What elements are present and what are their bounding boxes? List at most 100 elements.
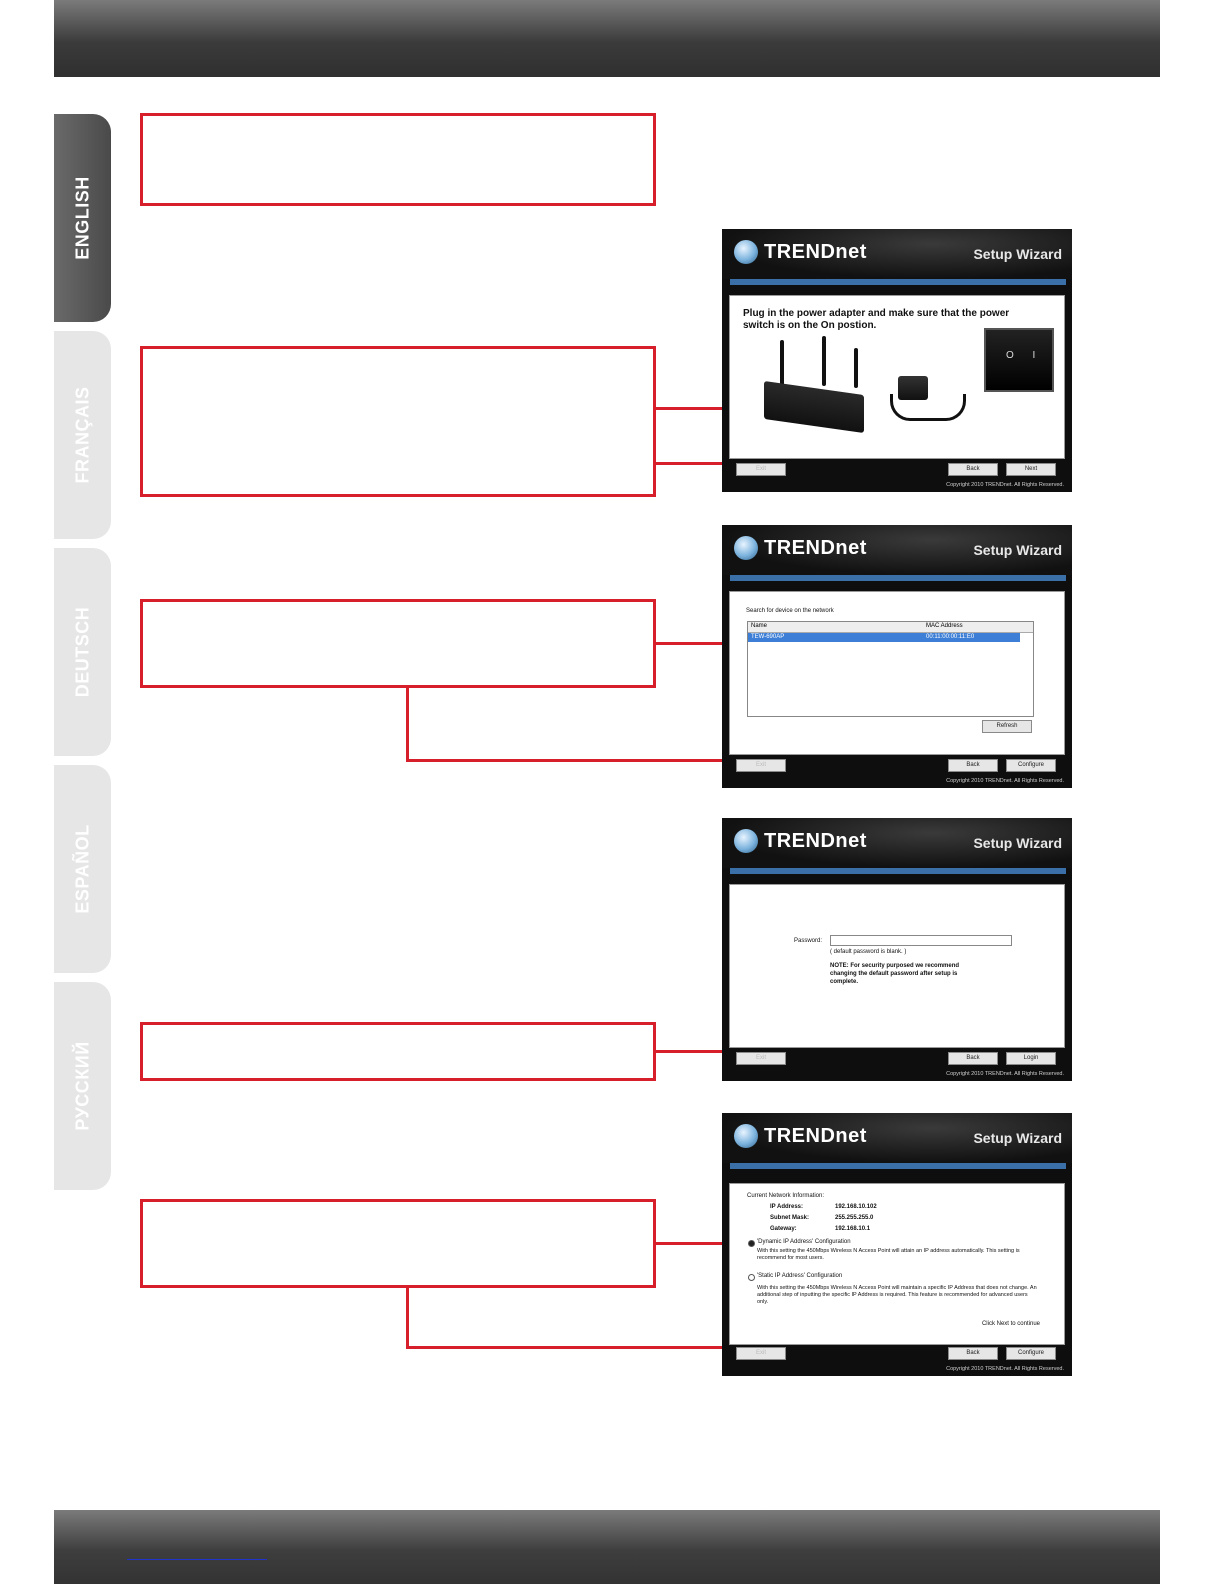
wizard-title: Setup Wizard bbox=[973, 835, 1062, 851]
exit-button[interactable]: Exit bbox=[736, 759, 786, 772]
dynamic-description: With this setting the 450Mbps Wireless N… bbox=[757, 1248, 1020, 1261]
wizard-screenshot-login: TRENDnet Setup Wizard Password: ( defaul… bbox=[722, 818, 1072, 1081]
connector-line bbox=[656, 1242, 736, 1245]
accent-strip bbox=[730, 1163, 1066, 1169]
callout-box-5 bbox=[140, 1199, 656, 1288]
back-button[interactable]: Back bbox=[948, 759, 998, 772]
wizard-panel: Current Network Information: IP Address:… bbox=[729, 1183, 1065, 1345]
wizard-header bbox=[722, 229, 1072, 279]
copyright-text: Copyright 2010 TRENDnet. All Rights Rese… bbox=[946, 778, 1064, 784]
connector-line bbox=[406, 1346, 1000, 1349]
configure-button[interactable]: Configure bbox=[1006, 1347, 1056, 1360]
router-antenna bbox=[854, 348, 858, 388]
password-input[interactable] bbox=[830, 935, 1012, 946]
callout-box-1 bbox=[140, 113, 656, 206]
refresh-button[interactable]: Refresh bbox=[982, 720, 1032, 733]
callout-box-3 bbox=[140, 599, 656, 688]
wizard-screenshot-power: TRENDnet Setup Wizard Plug in the power … bbox=[722, 229, 1072, 492]
copyright-text: Copyright 2010 TRENDnet. All Rights Rese… bbox=[946, 1366, 1064, 1372]
wizard-panel: Plug in the power adapter and make sure … bbox=[729, 295, 1065, 459]
wizard-title: Setup Wizard bbox=[973, 246, 1062, 262]
table-row[interactable]: TEW-690AP 00:11:00:00:11:E0 bbox=[748, 633, 1020, 642]
column-header-name: Name bbox=[751, 623, 768, 629]
device-list: Name MAC Address TEW-690AP 00:11:00:00:1… bbox=[747, 621, 1034, 717]
exit-button[interactable]: Exit bbox=[736, 1347, 786, 1360]
gateway-value: 192.168.10.1 bbox=[835, 1226, 871, 1232]
callout-box-2 bbox=[140, 346, 656, 497]
security-note: NOTE: For security purposed we recommend… bbox=[830, 963, 960, 985]
tab-english[interactable]: ENGLISH bbox=[54, 114, 111, 322]
trendnet-logo-icon bbox=[734, 829, 758, 853]
tab-label: DEUTSCH bbox=[72, 606, 92, 698]
connector-line bbox=[406, 759, 1000, 762]
router-antenna bbox=[822, 336, 826, 386]
back-button[interactable]: Back bbox=[948, 1052, 998, 1065]
footer-bar bbox=[54, 1510, 1160, 1584]
search-label: Search for device on the network bbox=[746, 608, 834, 614]
router-antenna bbox=[780, 340, 784, 386]
brand-logo: TRENDnet bbox=[764, 537, 867, 559]
tab-francais[interactable]: FRANÇAIS bbox=[54, 331, 111, 539]
trendnet-logo-icon bbox=[734, 1124, 758, 1148]
exit-button[interactable]: Exit bbox=[736, 463, 786, 476]
static-description: With this setting the 450Mbps Wireless N… bbox=[757, 1285, 1037, 1305]
wizard-title: Setup Wizard bbox=[973, 542, 1062, 558]
back-button[interactable]: Back bbox=[948, 463, 998, 476]
wizard-title: Setup Wizard bbox=[973, 1130, 1062, 1146]
trendnet-logo-icon bbox=[734, 536, 758, 560]
footer-link[interactable] bbox=[127, 1559, 267, 1560]
header-bar bbox=[54, 0, 1160, 77]
wizard-panel: Search for device on the network Name MA… bbox=[729, 591, 1065, 755]
static-label: 'Static IP Address' Configuration bbox=[757, 1273, 843, 1279]
switch-label: O I bbox=[1006, 350, 1044, 361]
brand-logo: TRENDnet bbox=[764, 830, 867, 852]
configure-button[interactable]: Configure bbox=[1006, 759, 1056, 772]
power-cable-image bbox=[890, 394, 966, 421]
power-switch-image: O I bbox=[984, 328, 1054, 392]
next-button[interactable]: Next bbox=[1006, 463, 1056, 476]
tab-label: ENGLISH bbox=[72, 176, 92, 260]
device-list-header: Name MAC Address bbox=[748, 622, 1033, 633]
static-radio[interactable] bbox=[748, 1274, 755, 1281]
connector-line bbox=[656, 642, 736, 645]
tab-russian[interactable]: РУССКИЙ bbox=[54, 982, 111, 1190]
connector-line bbox=[656, 407, 748, 410]
tab-label: РУССКИЙ bbox=[72, 1041, 92, 1131]
accent-strip bbox=[730, 279, 1066, 285]
back-button[interactable]: Back bbox=[948, 1347, 998, 1360]
mask-label: Subnet Mask: bbox=[770, 1215, 810, 1221]
connector-line bbox=[406, 688, 409, 762]
device-name: TEW-690AP bbox=[751, 634, 785, 640]
instruction-text: Plug in the power adapter and make sure … bbox=[743, 308, 1010, 331]
wizard-header bbox=[722, 525, 1072, 575]
column-header-mac: MAC Address bbox=[926, 623, 963, 629]
accent-strip bbox=[730, 575, 1066, 581]
wizard-header bbox=[722, 818, 1072, 868]
connector-line bbox=[406, 1288, 409, 1349]
ip-label: IP Address: bbox=[770, 1204, 804, 1210]
tab-espanol[interactable]: ESPAÑOL bbox=[54, 765, 111, 973]
login-button[interactable]: Login bbox=[1006, 1052, 1056, 1065]
network-info-heading: Current Network Information: bbox=[747, 1193, 825, 1199]
wizard-header bbox=[722, 1113, 1072, 1163]
tab-deutsch[interactable]: DEUTSCH bbox=[54, 548, 111, 756]
router-image bbox=[764, 380, 864, 434]
gateway-label: Gateway: bbox=[770, 1226, 797, 1232]
dynamic-radio[interactable] bbox=[748, 1240, 755, 1247]
wizard-panel: Password: ( default password is blank. )… bbox=[729, 884, 1065, 1048]
callout-box-4 bbox=[140, 1022, 656, 1081]
default-password-note: ( default password is blank. ) bbox=[830, 949, 907, 955]
accent-strip bbox=[730, 868, 1066, 874]
copyright-text: Copyright 2010 TRENDnet. All Rights Rese… bbox=[946, 482, 1064, 488]
dynamic-label: 'Dynamic IP Address' Configuration bbox=[757, 1239, 851, 1245]
exit-button[interactable]: Exit bbox=[736, 1052, 786, 1065]
brand-logo: TRENDnet bbox=[764, 1125, 867, 1147]
password-label: Password: bbox=[794, 938, 823, 944]
wizard-screenshot-network: TRENDnet Setup Wizard Current Network In… bbox=[722, 1113, 1072, 1376]
ip-value: 192.168.10.102 bbox=[835, 1204, 877, 1210]
device-mac: 00:11:00:00:11:E0 bbox=[926, 634, 975, 640]
mask-value: 255.255.255.0 bbox=[835, 1215, 874, 1221]
copyright-text: Copyright 2010 TRENDnet. All Rights Rese… bbox=[946, 1071, 1064, 1077]
tab-label: ESPAÑOL bbox=[72, 824, 92, 914]
brand-logo: TRENDnet bbox=[764, 241, 867, 263]
